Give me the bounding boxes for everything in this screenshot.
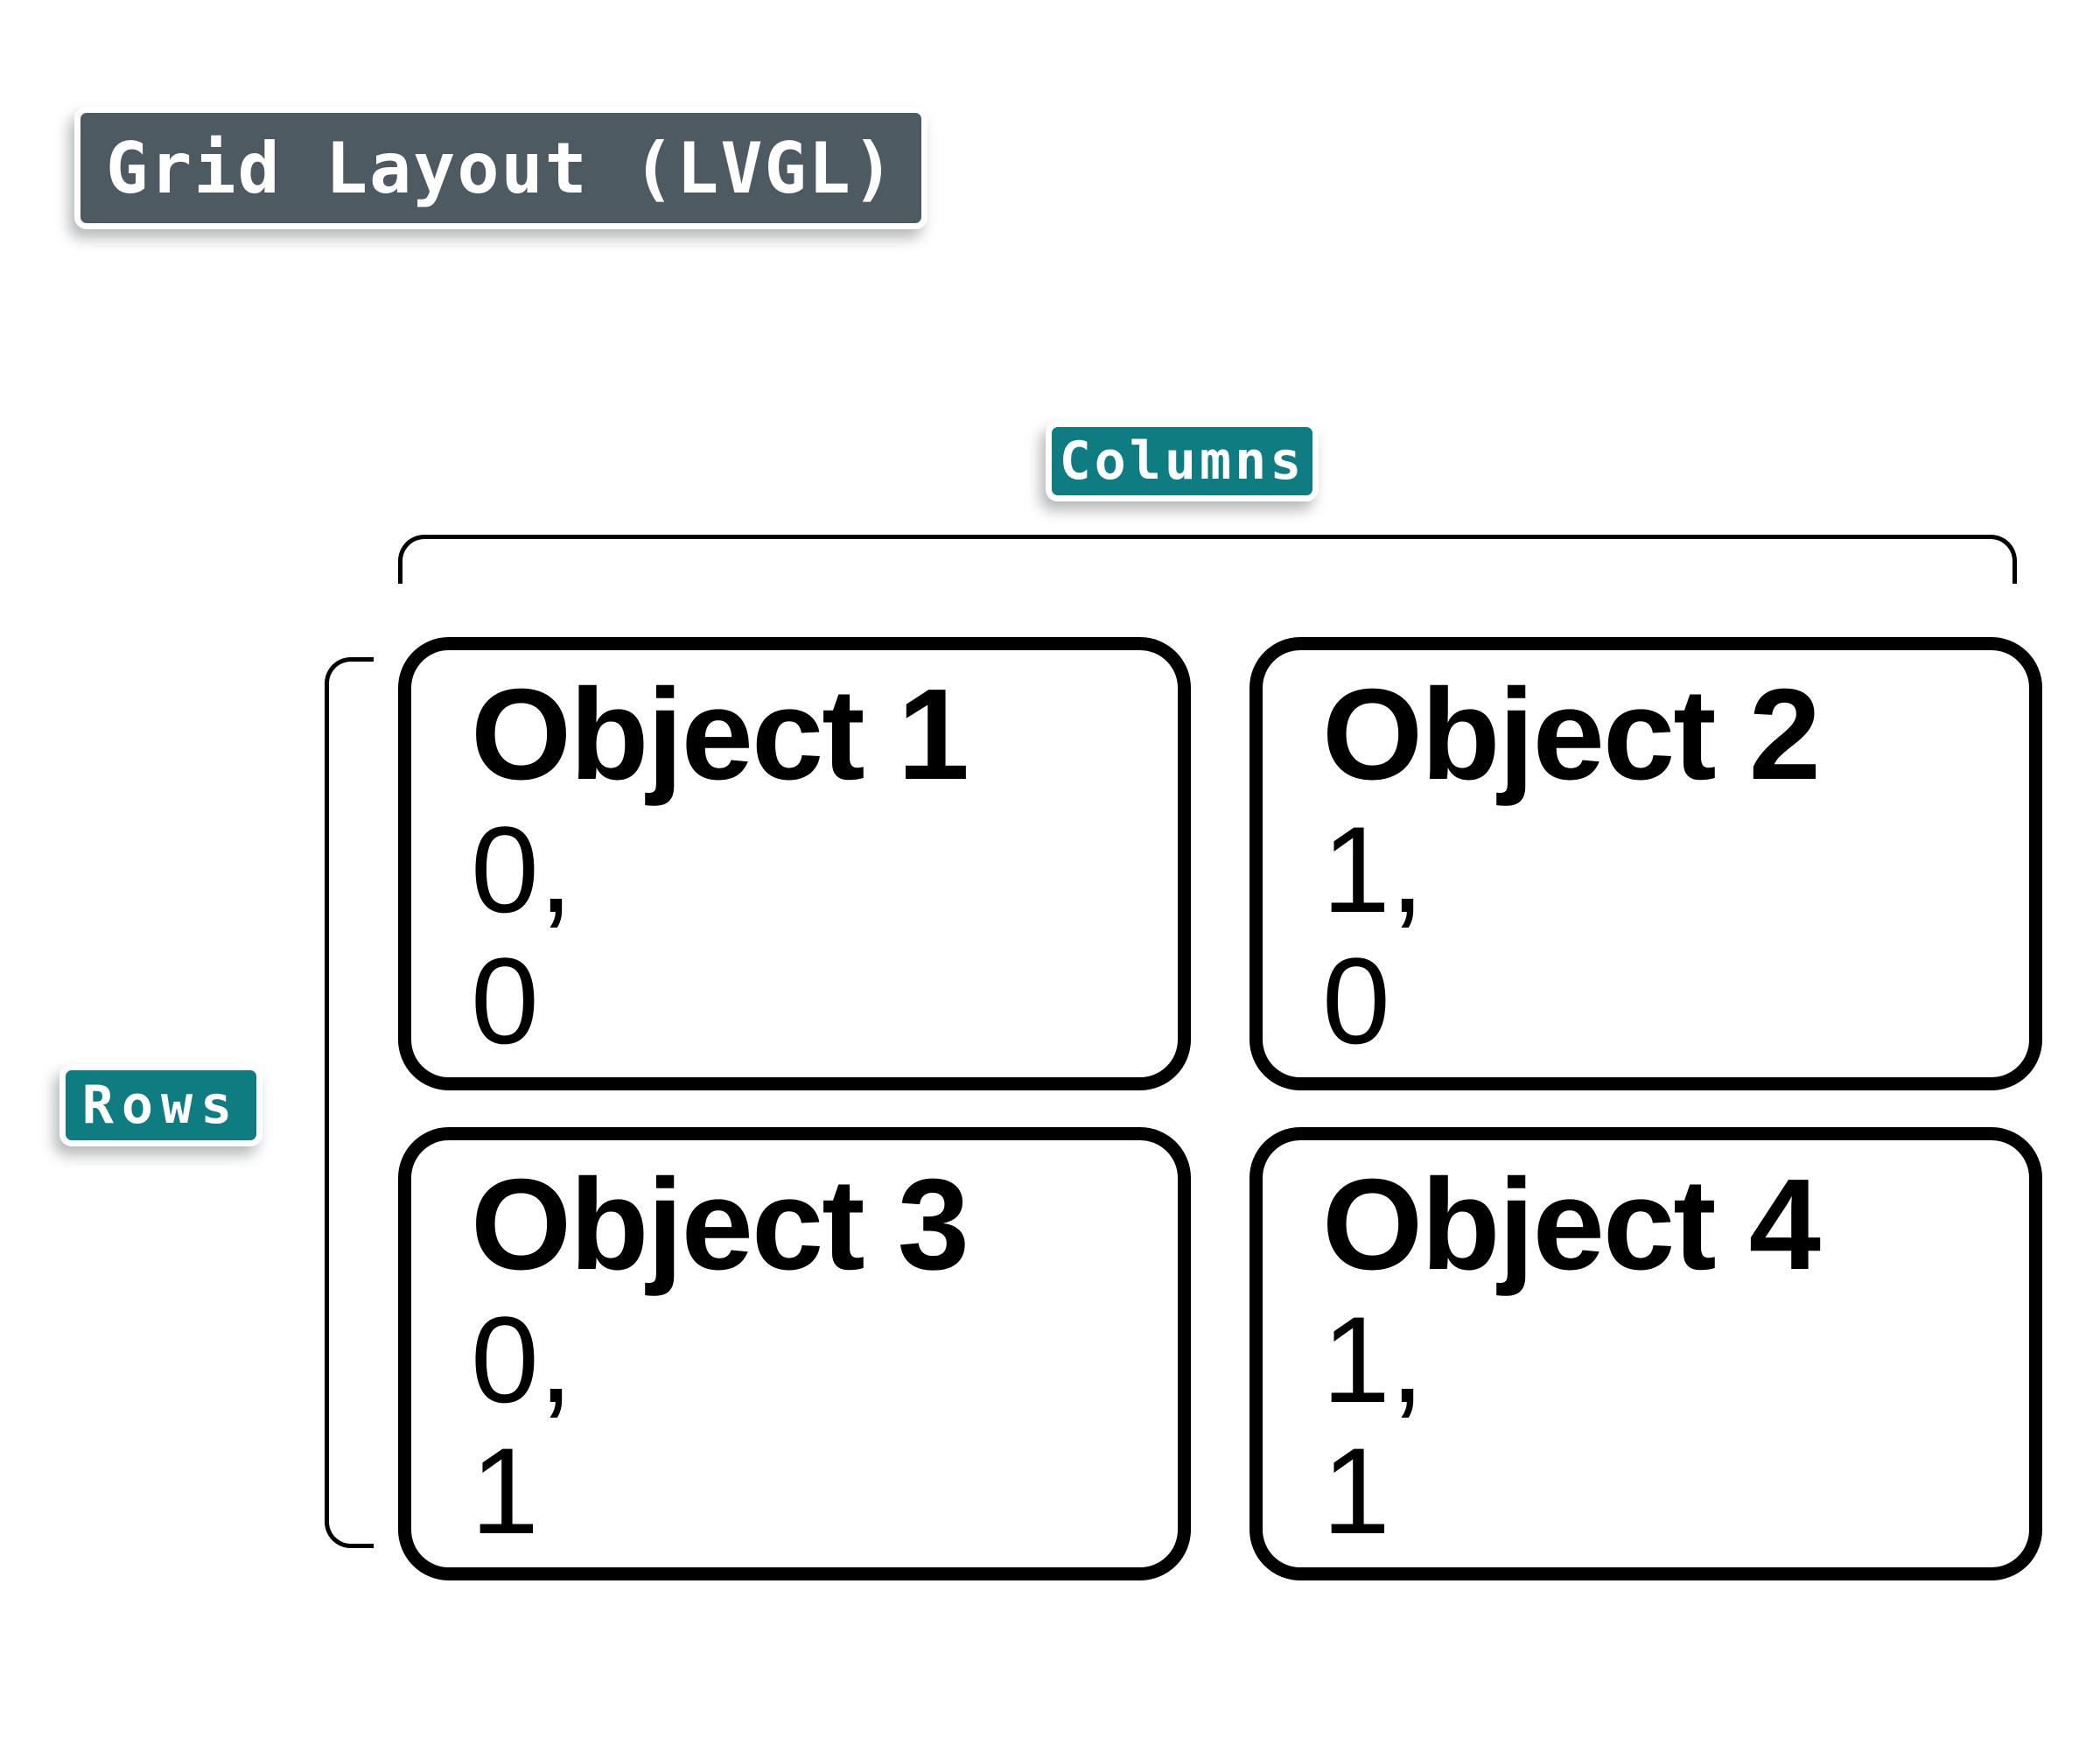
- object-1-coord-col: 0,: [471, 801, 573, 938]
- grid-cell-object-3: Object 3 0, 1: [398, 1127, 1191, 1580]
- grid-cell-object-1: Object 1 0, 0: [398, 637, 1191, 1090]
- grid-cell-object-4: Object 4 1, 1: [1250, 1127, 2042, 1580]
- object-4-coord-col: 1,: [1322, 1291, 1424, 1428]
- object-2-coord-col: 1,: [1322, 801, 1424, 938]
- object-3-coord-row: 1: [471, 1422, 539, 1559]
- rows-label: Rows: [81, 1075, 241, 1136]
- rows-label-badge: Rows: [60, 1064, 262, 1146]
- page-title: Grid Layout (LVGL): [106, 127, 896, 209]
- title-badge: Grid Layout (LVGL): [74, 107, 928, 229]
- columns-label-badge: Columns: [1046, 421, 1319, 501]
- object-3-title: Object 3: [471, 1153, 970, 1297]
- rows-bracket: [325, 657, 374, 1548]
- object-2-title: Object 2: [1322, 662, 1821, 807]
- object-3-coord-col: 0,: [471, 1291, 573, 1428]
- object-2-coord-row: 0: [1322, 932, 1390, 1069]
- object-1-title: Object 1: [471, 662, 970, 807]
- grid-cell-object-2: Object 2 1, 0: [1250, 637, 2042, 1090]
- columns-label: Columns: [1059, 431, 1306, 492]
- object-4-title: Object 4: [1322, 1153, 1821, 1297]
- object-4-coord-row: 1: [1322, 1422, 1390, 1559]
- columns-bracket: [398, 535, 2017, 584]
- object-1-coord-row: 0: [471, 932, 539, 1069]
